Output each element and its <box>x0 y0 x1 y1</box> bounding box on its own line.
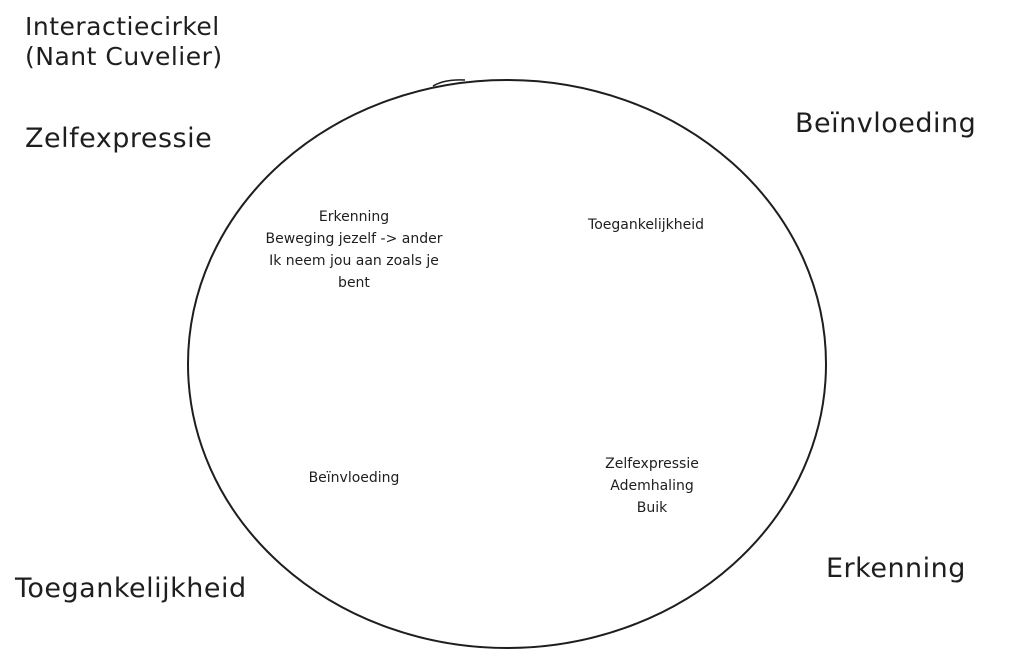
text-line: Erkenning <box>318 209 390 225</box>
text-line: Toegankelijkheid <box>588 217 704 233</box>
diagram-title: Interactiecirkel (Nant Cuvelier) <box>25 12 223 72</box>
text-line: Beweging jezelf -> ander <box>265 231 443 247</box>
text-line: Ik neem jou aan zoals je <box>269 253 439 269</box>
text-line: bent <box>338 275 370 291</box>
circle-sketch-overlap <box>432 79 466 87</box>
quadrant-top-left-text: Erkenning Beweging jezelf -> ander Ik ne… <box>266 206 443 294</box>
corner-label-top-right: Beïnvloeding <box>795 108 977 139</box>
text-line: Ademhaling <box>610 478 694 494</box>
interaction-circle <box>187 79 827 649</box>
corner-label-top-left: Zelfexpressie <box>25 123 213 154</box>
text-line: Zelfexpressie <box>605 456 699 472</box>
title-line-2: (Nant Cuvelier) <box>25 42 223 71</box>
corner-label-bottom-left: Toegankelijkheid <box>15 573 247 604</box>
quadrant-bottom-left-text: Beïnvloeding <box>309 467 400 489</box>
text-line: Beïnvloeding <box>308 470 400 486</box>
quadrant-top-right-text: Toegankelijkheid <box>588 214 704 236</box>
text-line: Buik <box>636 500 668 516</box>
quadrant-bottom-right-text: Zelfexpressie Ademhaling Buik <box>605 453 699 519</box>
corner-label-bottom-right: Erkenning <box>826 553 966 584</box>
title-line-1: Interactiecirkel <box>25 12 220 41</box>
